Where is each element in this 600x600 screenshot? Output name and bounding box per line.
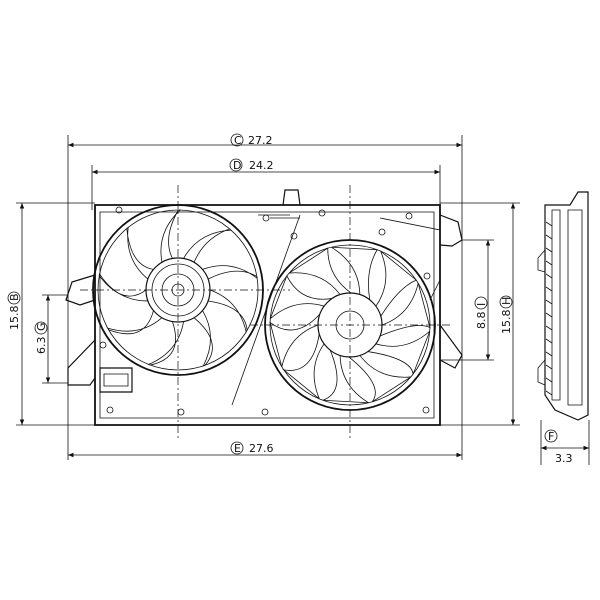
- marker-c-label: C: [234, 134, 242, 147]
- side-view-rib: [545, 325, 553, 331]
- dimension-height-left: B 15.8: [7, 202, 95, 426]
- side-view-rib: [545, 390, 553, 396]
- side-view-rib: [545, 221, 553, 227]
- marker-g-label: G: [35, 322, 48, 331]
- width-mid-value: 24.2: [249, 159, 274, 172]
- left-fan: [92, 204, 264, 376]
- right-fan-blade: [269, 313, 321, 367]
- right-fan-blade: [288, 247, 352, 295]
- width-bottom-value: 27.6: [249, 442, 274, 455]
- side-view-rib: [545, 260, 553, 266]
- shroud-front-view: [65, 185, 463, 440]
- marker-e-circle: [230, 441, 244, 455]
- left-fan-blade: [98, 272, 148, 302]
- left-fan-blade: [183, 228, 233, 263]
- marker-b-label: B: [8, 293, 21, 301]
- side-view-rib: [545, 338, 553, 344]
- right-fan-blade: [375, 250, 417, 317]
- marker-i-label: I: [475, 303, 488, 306]
- marker-e-label: E: [234, 442, 241, 455]
- dimension-width-top: C 27.2: [67, 133, 463, 460]
- side-view-rib: [545, 299, 553, 305]
- marker-h-label: H: [500, 297, 513, 305]
- side-view-outline: [544, 191, 589, 421]
- side-view-rib: [545, 247, 553, 253]
- marker-d-label: D: [233, 159, 241, 172]
- dimension-depth: F 3.3: [540, 420, 590, 465]
- marker-h-circle: [499, 295, 513, 309]
- width-top-value: 27.2: [248, 134, 273, 147]
- left-fan-blade: [147, 321, 184, 366]
- dimension-width-bottom: E 27.6: [68, 441, 462, 458]
- depth-value: 3.3: [555, 452, 573, 465]
- side-view-rib: [545, 273, 553, 279]
- dimension-height-right-inner: I 8.8: [440, 239, 494, 361]
- right-fan-blade: [331, 246, 378, 300]
- height-right-value: 15.8: [500, 310, 513, 335]
- right-fan: [264, 239, 436, 411]
- left-fan-blade: [106, 310, 163, 335]
- left-fan-blade: [202, 265, 258, 280]
- left-fan-blade: [126, 226, 154, 280]
- side-view: [537, 191, 589, 421]
- right-fan-blade: [367, 330, 431, 375]
- right-fan-blade: [348, 355, 412, 403]
- marker-i-circle: [474, 296, 488, 310]
- left-fan-ring: [92, 204, 264, 376]
- dimension-width-mid: D 24.2: [91, 158, 441, 210]
- right-mount-bracket: [439, 214, 463, 247]
- mounting-holes: [99, 206, 431, 416]
- right-fan-blade: [269, 274, 333, 320]
- side-view-rib: [545, 377, 553, 383]
- marker-f-circle: [544, 429, 558, 443]
- side-view-rib: [545, 234, 553, 240]
- electrical-connector: [99, 367, 133, 393]
- marker-g-circle: [34, 321, 48, 335]
- marker-b-circle: [7, 291, 21, 305]
- height-left-inner-value: 6.3: [35, 337, 48, 355]
- shroud-outline: [94, 204, 441, 426]
- left-fan-blade: [208, 289, 248, 333]
- left-mount-bracket: [65, 274, 96, 306]
- left-fan-blade: [160, 209, 182, 263]
- side-view-rib: [545, 364, 553, 370]
- right-fan-blade: [379, 283, 431, 337]
- right-fan-blade: [322, 350, 369, 404]
- height-left-value: 15.8: [8, 306, 21, 331]
- marker-c-circle: [230, 133, 244, 147]
- side-view-rib: [545, 312, 553, 318]
- side-view-rib: [545, 286, 553, 292]
- dimension-height-left-inner: G 6.3: [34, 294, 68, 384]
- right-fan-ring: [264, 239, 436, 411]
- marker-f-label: F: [548, 430, 554, 443]
- left-fan-blade: [193, 310, 213, 367]
- marker-d-circle: [229, 158, 243, 172]
- side-view-rib: [545, 351, 553, 357]
- dimension-height-right: H 15.8: [440, 202, 520, 426]
- height-right-inner-value: 8.8: [475, 312, 488, 330]
- right-fan-blade: [282, 333, 325, 400]
